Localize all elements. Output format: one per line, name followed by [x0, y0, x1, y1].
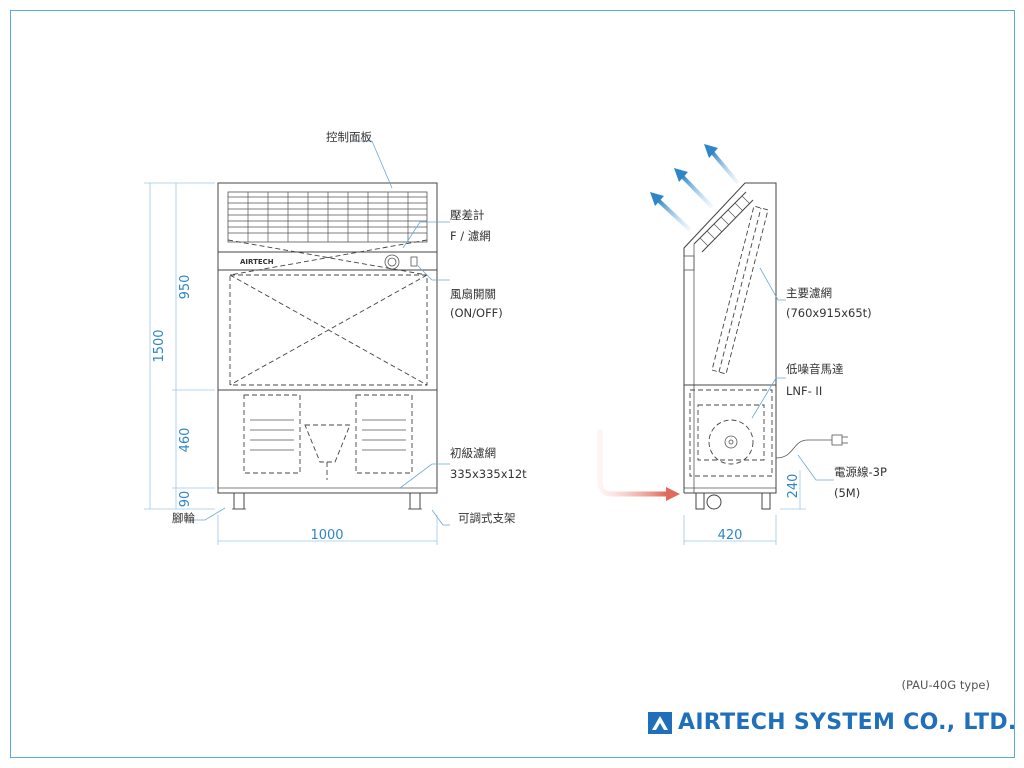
- power-plug-icon: [831, 434, 843, 446]
- label-fan-switch: 風扇開關: [450, 287, 496, 301]
- company-brand: AIRTECH SYSTEM CO., LTD.: [648, 710, 1017, 735]
- side-view: [683, 182, 848, 510]
- label-fan-switch-sub: (ON/OFF): [450, 306, 503, 320]
- outflow-arrows: [650, 144, 740, 232]
- panel-brand-text: AIRTECH: [240, 258, 274, 266]
- front-dimensions: [144, 182, 438, 545]
- side-top-grille: [693, 191, 754, 253]
- pressure-gauge-icon: [384, 254, 400, 270]
- front-cabinet-outline: [217, 182, 438, 494]
- dim-depth: 420: [718, 528, 743, 543]
- label-filter-gauge: F / 濾網: [450, 229, 491, 243]
- label-control-panel: 控制面板: [326, 130, 372, 144]
- dim-base-height: 90: [178, 491, 193, 508]
- label-power-cord: 電源線-3P: [834, 465, 887, 479]
- front-top-grille: [227, 191, 428, 243]
- label-motor-model: LNF- II: [786, 384, 822, 398]
- side-motor-housing: [689, 389, 773, 477]
- side-caster-left: [695, 492, 705, 510]
- dim-total-height: 1500: [152, 329, 167, 362]
- label-pre-filter-size: 335x335x12t: [450, 467, 527, 481]
- airtech-logo-icon: [648, 711, 672, 734]
- side-power-cord: [775, 439, 832, 459]
- side-leaders: [751, 267, 834, 481]
- label-caster: 腳輪: [172, 511, 195, 525]
- inflow-arrow: [597, 429, 680, 501]
- label-pressure-gauge: 壓差計: [450, 208, 485, 222]
- fan-switch-icon: [410, 256, 418, 267]
- side-motor-box: [697, 404, 765, 461]
- label-power-cord-len: (5M): [834, 486, 860, 500]
- company-name: AIRTECH SYSTEM CO., LTD.: [678, 710, 1017, 735]
- label-pre-filter: 初級濾網: [450, 446, 496, 460]
- front-pre-filter-right: [355, 394, 413, 474]
- dim-lower-height: 460: [178, 428, 193, 453]
- front-leaders: [192, 140, 450, 526]
- front-caster-right: [409, 492, 421, 510]
- drawing-frame: [10, 10, 1015, 758]
- front-caster-left: [233, 492, 245, 510]
- side-wheel: [706, 494, 722, 510]
- front-main-filter: [229, 274, 428, 386]
- side-fan-wheel: [708, 419, 754, 465]
- side-dimensions: [683, 470, 806, 545]
- label-adjustable-stand: 可調式支架: [458, 511, 516, 525]
- label-main-filter: 主要濾網: [786, 286, 832, 300]
- front-view: AIRTECH: [217, 182, 438, 510]
- side-caster-right: [761, 492, 771, 510]
- side-cabinet-outline: [683, 182, 777, 494]
- dim-width: 1000: [310, 528, 343, 543]
- front-motor: [304, 424, 351, 463]
- label-main-filter-size: (760x915x65t): [786, 306, 872, 320]
- dim-side-lower: 240: [786, 474, 801, 499]
- side-control-box: [683, 255, 695, 271]
- label-motor: 低噪音馬達: [786, 362, 844, 376]
- model-note: (PAU-40G type): [901, 678, 991, 692]
- front-pre-filter-left: [243, 394, 301, 474]
- side-main-filter: [711, 205, 769, 375]
- dim-upper-height: 950: [178, 275, 193, 300]
